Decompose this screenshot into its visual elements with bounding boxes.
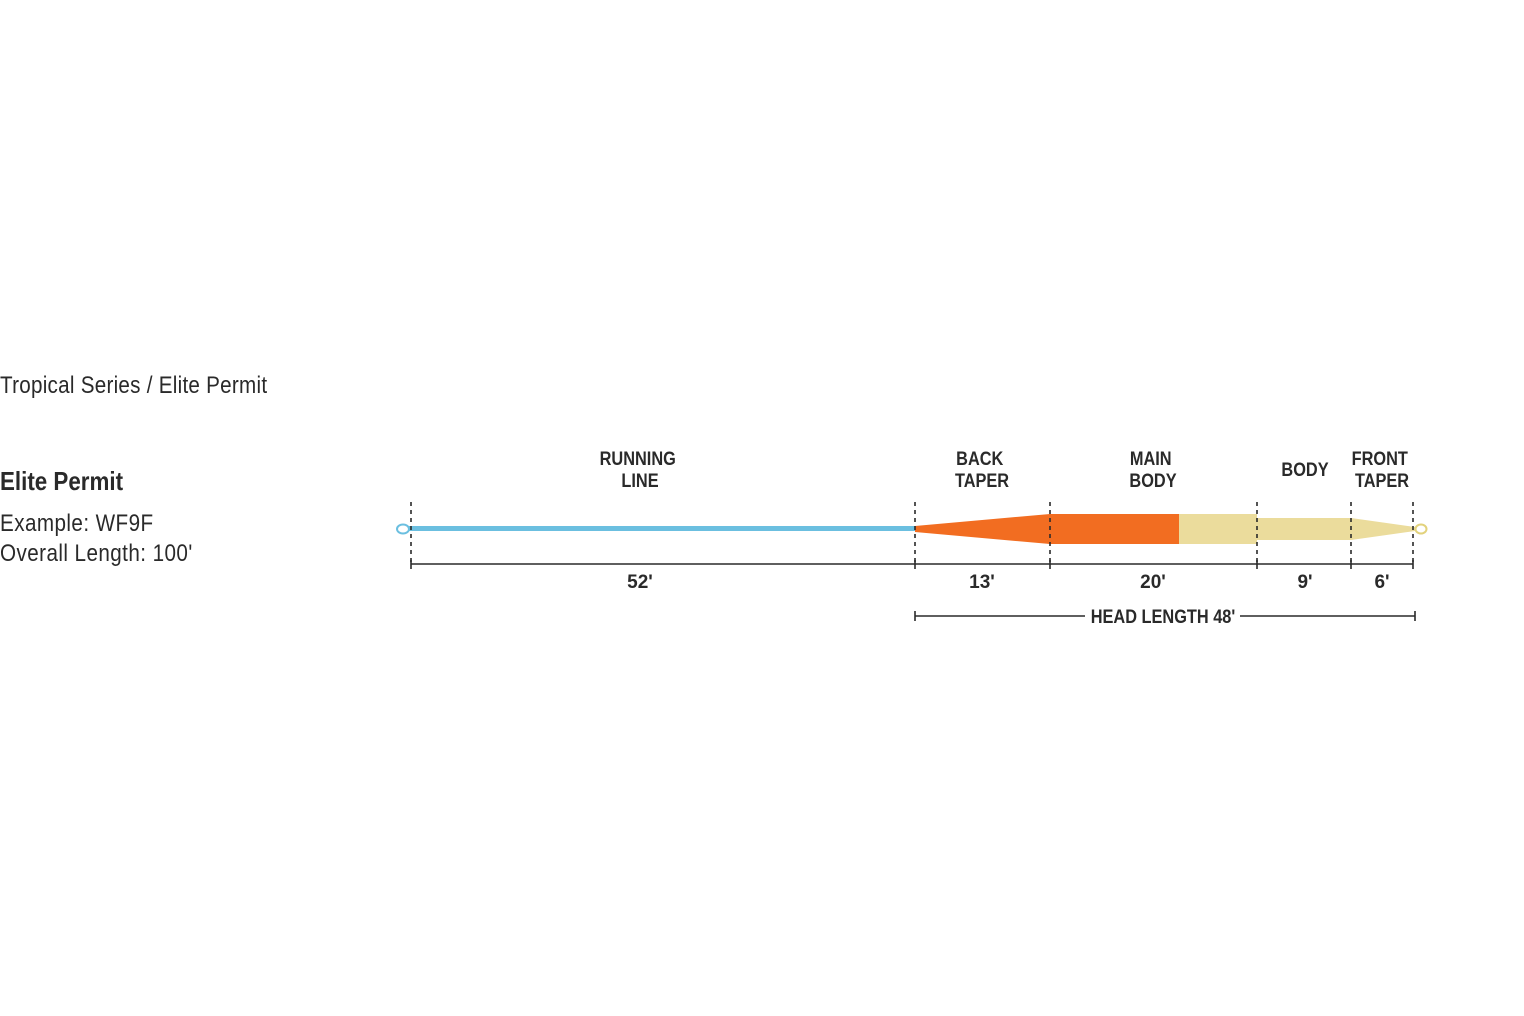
label-line: LINE [621,470,658,491]
dimension-line [410,560,1414,569]
segment-dividers [410,502,1414,562]
label-line: TAPER [955,470,1009,491]
running-line-length: 52' [627,572,653,593]
body-length: 9' [1297,572,1312,593]
label-line: BODY [1129,470,1176,491]
main-body-label: MAIN BODY [1129,448,1176,491]
main-body-rear-shape [1179,514,1257,544]
label-line: MAIN [1130,448,1172,469]
back-taper-shape [915,514,1050,544]
back-taper-label: BACK TAPER [955,448,1009,491]
body-label: BODY [1281,459,1328,480]
front-taper-shape [1351,518,1415,540]
main-body-front-shape [1049,514,1179,544]
head-length-bracket [914,611,1416,621]
series-title: Tropical Series / Elite Permit [0,372,268,399]
running-line-label: RUNNING LINE [600,448,681,491]
label-line: FRONT [1352,448,1408,469]
front-loop-icon [1414,523,1428,535]
running-line-shape [409,526,915,531]
example-spec: Example: WF9F [0,510,154,537]
product-name: Elite Permit [0,466,124,496]
back-taper-length: 13' [969,572,995,593]
label-line: RUNNING [600,448,676,469]
overall-length: Overall Length: 100' [0,540,193,567]
label-line: BODY [1281,459,1328,480]
label-line: BACK [956,448,1003,469]
body-shape [1257,518,1351,540]
front-taper-length: 6' [1374,572,1389,593]
head-length-label: HEAD LENGTH 48' [1091,606,1235,627]
rear-loop-icon [396,523,410,535]
main-body-length: 20' [1140,572,1166,593]
label-line: TAPER [1355,470,1409,491]
front-taper-label: FRONT TAPER [1352,448,1413,491]
